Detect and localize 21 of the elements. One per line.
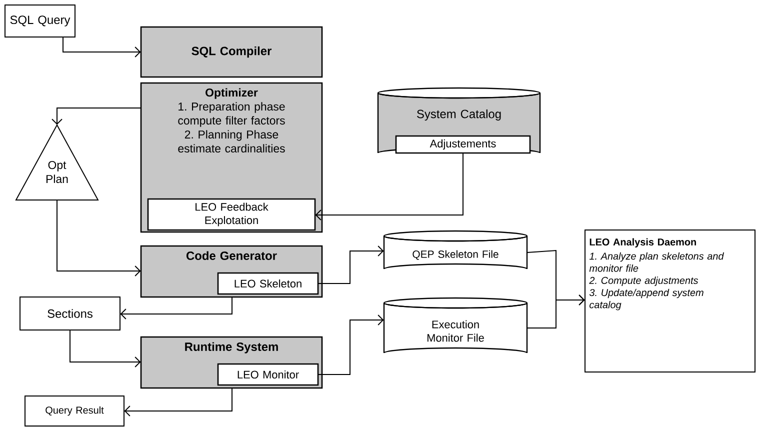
arrow [62, 36, 141, 58]
component-box: LEO Monitor [217, 363, 319, 386]
component-box: LEO Feedback Explotation [147, 198, 316, 231]
arrow [526, 294, 585, 328]
process-box: Sections [20, 296, 120, 330]
file-cylinder: QEP Skeleton File [383, 230, 528, 270]
process-box: LEO Analysis Daemon 1. Analyze plan skeletons and monitor file 2. Compute adjustments 3. Update/append system catalog [584, 230, 756, 372]
process-box: Query Result [24, 396, 124, 426]
component-box: Adjustements [395, 135, 531, 154]
arrow [318, 314, 384, 375]
arrow [52, 108, 142, 125]
arrow [120, 296, 232, 320]
arrow [124, 388, 232, 416]
arrow [70, 330, 141, 368]
component-box: LEO Skeleton [217, 272, 319, 295]
arrow [56, 200, 141, 276]
arrow [318, 246, 384, 284]
arrow [315, 152, 464, 220]
process-box: SQL Compiler [140, 26, 323, 78]
file-cylinder: Execution Monitor File [383, 297, 528, 354]
process-box: SQL Query [4, 4, 76, 38]
